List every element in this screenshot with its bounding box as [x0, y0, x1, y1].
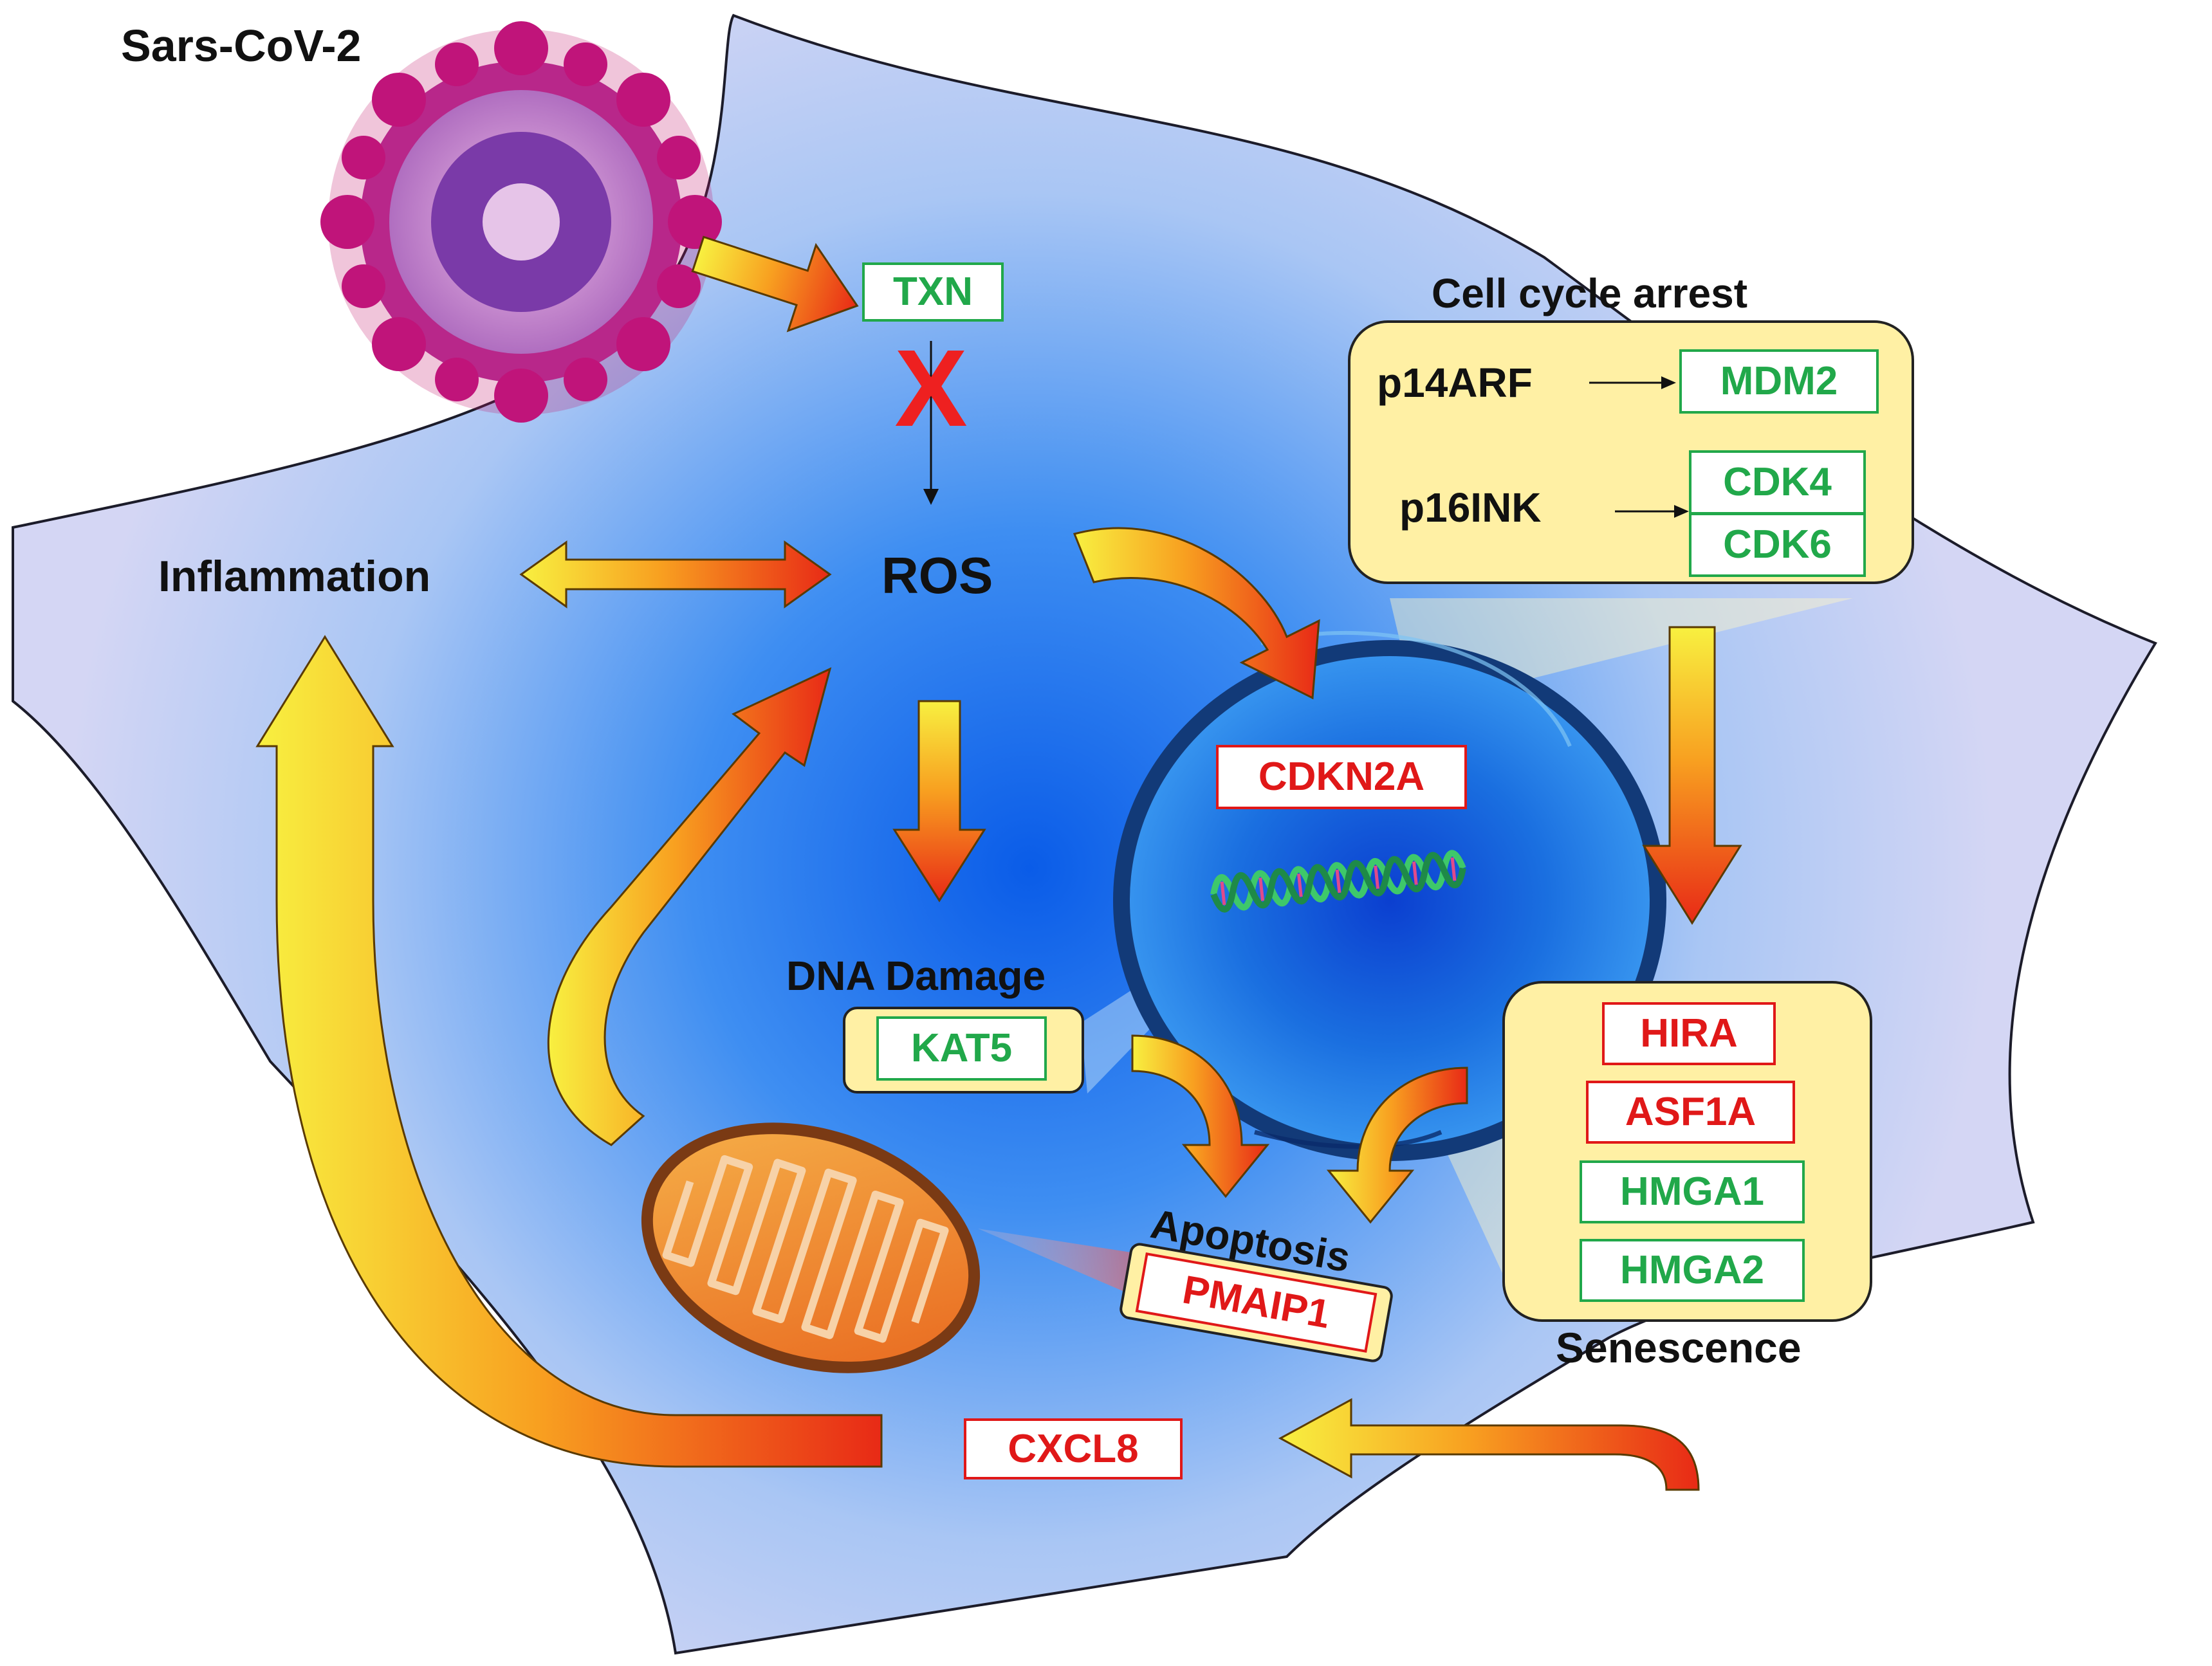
gene-kat5: KAT5: [876, 1016, 1047, 1081]
arrow-cell-cycle-to-senescence: [1642, 626, 1742, 925]
node-senescence: Senescence: [1556, 1324, 1802, 1371]
arrow-senescence-to-apoptosis: [1326, 1066, 1468, 1224]
arrow-p16ink-to-cdk: [1615, 505, 1689, 518]
arrow-dna-damage-to-apoptosis: [1131, 1034, 1270, 1198]
gene-hira: HIRA: [1602, 1002, 1776, 1065]
inhibition-x: X: [894, 327, 967, 450]
gene-asf1a: ASF1A: [1586, 1081, 1795, 1144]
virus-icon: [320, 21, 722, 423]
node-dna-damage: DNA Damage: [786, 953, 1046, 999]
mitochondria-callout-wedge: [978, 1229, 1165, 1309]
arrow-virus-to-txn: [691, 235, 859, 333]
gene-mdm2: MDM2: [1679, 349, 1879, 414]
node-ros: ROS: [881, 547, 993, 604]
node-p14arf: p14ARF: [1377, 360, 1533, 406]
gene-cdk4: CDK4: [1689, 450, 1866, 515]
txn-to-ros-inhibited-arrow: [923, 341, 939, 505]
gene-cxcl8: CXCL8: [964, 1418, 1183, 1479]
virus-label: Sars-CoV-2: [121, 21, 362, 71]
gene-cdkn2a: CDKN2A: [1216, 745, 1467, 809]
arrow-ros-to-cdkn2a: [1073, 527, 1320, 700]
gene-hmga2: HMGA2: [1580, 1239, 1805, 1302]
arrow-ros-to-dna-damage: [892, 700, 986, 902]
arrow-mitochondria-to-ros: [547, 667, 832, 1146]
gene-txn: TXN: [862, 262, 1004, 322]
arrow-p14arf-to-mdm2: [1589, 376, 1676, 389]
gene-hmga1: HMGA1: [1580, 1160, 1805, 1223]
cell-cycle-arrest-title: Cell cycle arrest: [1432, 270, 1747, 316]
dna-helix-icon: [1210, 850, 1466, 913]
mitochondria-icon: [641, 1122, 981, 1373]
node-p16ink: p16INK: [1399, 484, 1542, 531]
arrow-ros-inflammation: [519, 540, 832, 609]
gene-cdk6: CDK6: [1689, 513, 1866, 577]
arrow-senescence-to-cxcl8: [1278, 1398, 1700, 1491]
arrow-cxcl8-to-inflammation: [255, 635, 883, 1468]
node-inflammation: Inflammation: [158, 552, 431, 601]
